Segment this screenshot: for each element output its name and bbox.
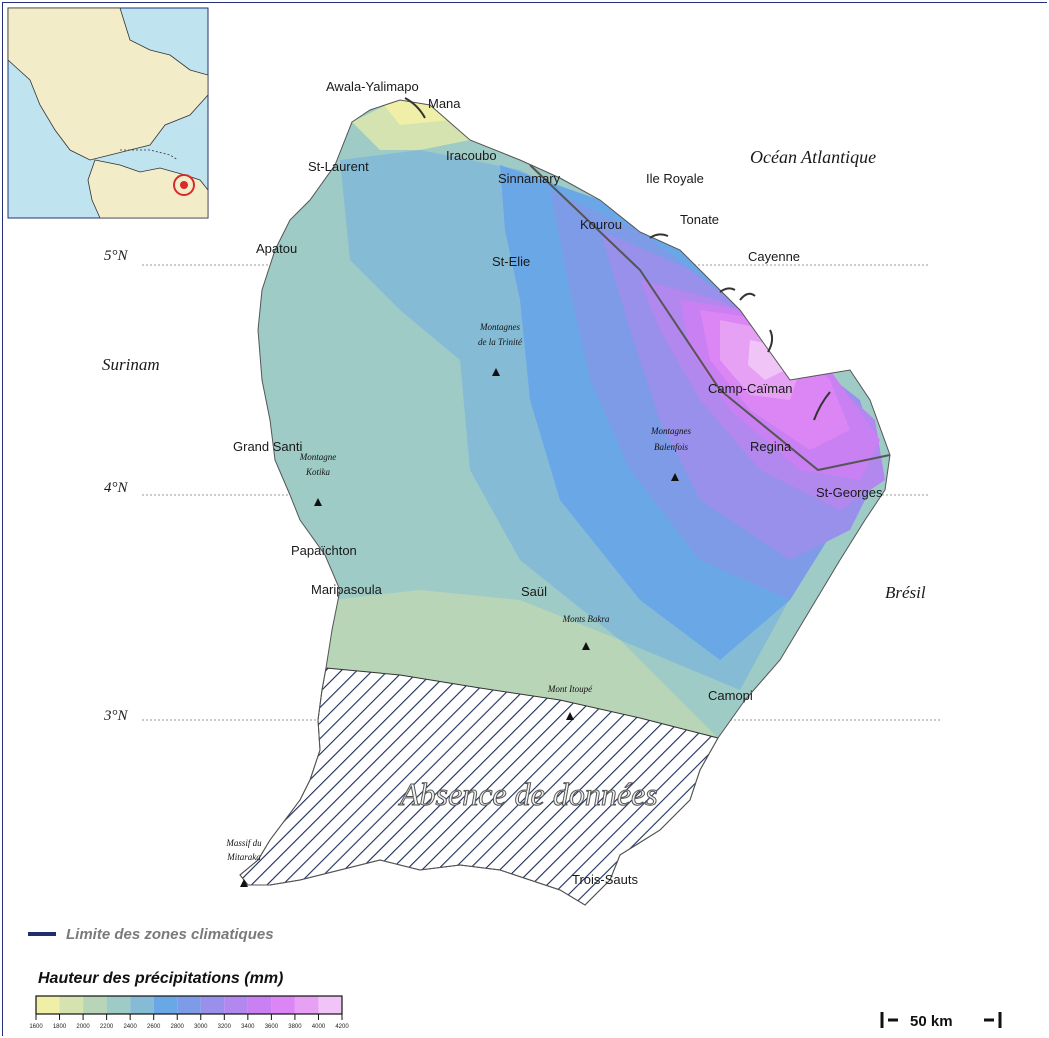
legend-title: Hauteur des précipitations (mm)	[38, 970, 283, 987]
color-scale-swatch	[318, 996, 342, 1014]
country-outline	[239, 99, 891, 906]
town-label: Ile Royale	[646, 171, 704, 186]
mountain-peak-icon	[671, 473, 679, 481]
mountain-label: Montagnes	[650, 426, 691, 436]
color-scale-swatch	[36, 996, 60, 1014]
color-scale-border	[35, 995, 343, 1015]
mountain-label: de la Trinité	[478, 337, 523, 347]
location-marker-icon	[173, 174, 195, 196]
color-scale-tick-label: 2200	[100, 1024, 114, 1030]
color-scale-swatch	[224, 996, 248, 1014]
color-scale-tick-label: 2400	[123, 1024, 137, 1030]
color-scale-swatch	[106, 996, 131, 1014]
color-scale-tick-label: 3400	[241, 1024, 255, 1030]
color-scale: 1600 1800 2000 2200 2400 2600 2800 3000 3200 3400…	[29, 995, 349, 1030]
town-label: Sinnamary	[498, 171, 561, 186]
town-label: Iracoubo	[446, 148, 497, 163]
town-label: Regina	[750, 439, 792, 454]
color-scale-tick-label: 3800	[288, 1024, 302, 1030]
scale-bar: 50 km	[880, 1012, 1002, 1030]
color-scale-swatch	[247, 996, 272, 1014]
mountain-label: Kotika	[305, 467, 330, 477]
color-scale-swatch	[153, 996, 178, 1014]
inset-caribbean	[120, 149, 179, 161]
inset-locator-map	[7, 7, 209, 219]
town-label: Tonate	[680, 212, 719, 227]
town-label: Kourou	[580, 217, 622, 232]
town-label: St-Georges	[816, 485, 883, 500]
town-label: St-Laurent	[308, 159, 369, 174]
latitude-label: 5°N	[104, 248, 128, 264]
town-label: Camp-Caïman	[708, 381, 793, 396]
no-data-label: Absence de données	[398, 776, 658, 812]
ocean-label: Océan Atlantique	[750, 147, 876, 167]
zone-limit-label: Limite des zones climatiques	[66, 926, 274, 943]
climate-zone-limit	[529, 164, 891, 472]
neighbor-label-west: Surinam	[102, 355, 160, 374]
mountain-peak-icon	[240, 879, 248, 887]
color-scale-swatch	[200, 996, 225, 1014]
scale-bar-label: 50 km	[910, 1013, 953, 1030]
mountain-markers: Montagnes de la Trinité Montagne Kotika …	[225, 322, 691, 887]
mountain-label: Mont Itoupé	[547, 684, 593, 694]
mountain-label: Monts Bakra	[562, 614, 610, 624]
town-labels: Awala-Yalimapo Mana St-Laurent Iracoubo …	[233, 79, 883, 887]
latitude-label: 4°N	[104, 480, 128, 496]
town-label: Saül	[521, 584, 547, 599]
location-dot-icon	[180, 181, 188, 189]
color-scale-swatch	[294, 996, 319, 1014]
mountain-label: Montagnes	[479, 322, 520, 332]
color-scale-tick-label: 3000	[194, 1024, 208, 1030]
mountain-peak-icon	[314, 498, 322, 506]
color-scale-tick-label: 2000	[76, 1024, 90, 1030]
town-label: Maripasoula	[311, 582, 383, 597]
mountain-peak-icon	[492, 368, 500, 376]
color-scale-tick-label: 4000	[312, 1024, 326, 1030]
mountain-label: Mitaraka	[226, 852, 261, 862]
town-label: Camopi	[708, 688, 753, 703]
color-scale-tick-label: 3600	[265, 1024, 279, 1030]
inset-south-america	[87, 159, 209, 219]
color-scale-swatch	[271, 996, 295, 1014]
mountain-peak-icon	[582, 642, 590, 650]
mountain-peak-icon	[566, 712, 574, 720]
color-scale-swatch	[83, 996, 107, 1014]
color-scale-tick-label: 1800	[53, 1024, 67, 1030]
mountain-label: Massif du	[225, 838, 262, 848]
color-scale-tick-label: 2600	[147, 1024, 161, 1030]
town-label: Cayenne	[748, 249, 800, 264]
mountain-label: Balenfois	[654, 442, 688, 452]
neighbor-label-east: Brésil	[885, 583, 926, 602]
color-scale-swatch	[177, 996, 201, 1014]
color-scale-tick-label: 4200	[335, 1024, 349, 1030]
color-scale-tick-label: 1600	[29, 1024, 43, 1030]
color-scale-swatch	[59, 996, 84, 1014]
color-scale-tick-label: 2800	[171, 1024, 185, 1030]
latitude-label: 3°N	[103, 708, 128, 724]
town-label: Grand Santi	[233, 439, 302, 454]
town-label: Mana	[428, 96, 461, 111]
color-scale-swatch	[130, 996, 154, 1014]
town-label: St-Elie	[492, 254, 530, 269]
color-scale-tick-label: 3200	[218, 1024, 232, 1030]
town-label: Papaïchton	[291, 543, 357, 558]
inset-north-america	[7, 7, 209, 161]
town-label: Awala-Yalimapo	[326, 79, 419, 94]
town-label: Apatou	[256, 241, 297, 256]
mountain-label: Montagne	[299, 452, 337, 462]
river-mouths	[404, 97, 831, 421]
town-label: Trois-Sauts	[572, 872, 638, 887]
